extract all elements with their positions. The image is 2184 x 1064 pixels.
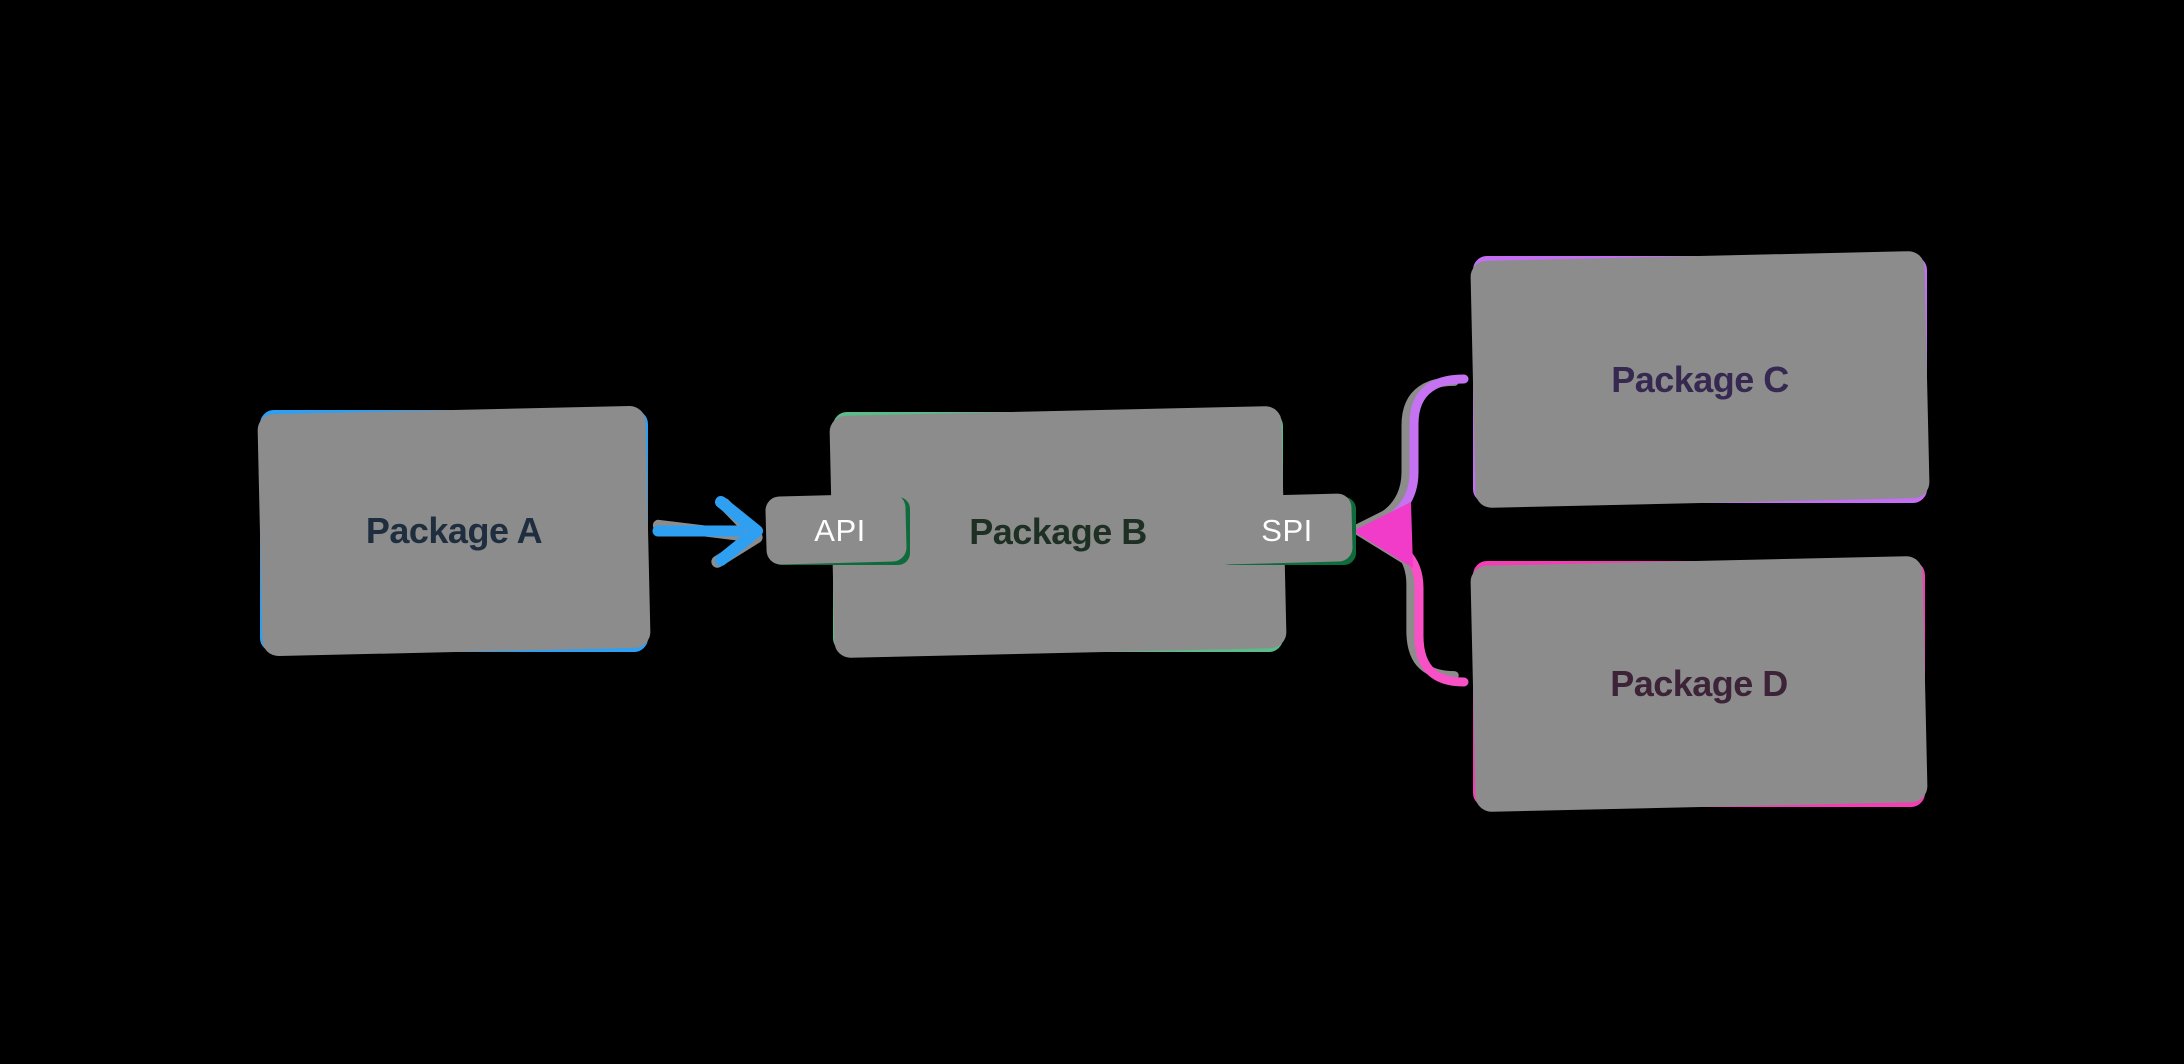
badge-spi-label: SPI [1261,513,1313,548]
node-package-d: Package D [1473,561,1925,807]
brace-arrowhead-icon [1353,502,1413,568]
node-package-a-label: Package A [365,510,543,551]
node-package-a: Package A [260,410,648,652]
node-package-b-label: Package B [969,511,1147,552]
badge-api: API [770,497,910,565]
badge-api-label: API [814,513,866,548]
arrow-a-to-api [652,496,763,566]
node-package-d-label: Package D [1610,663,1788,704]
badge-spi: SPI [1218,497,1356,565]
node-package-c: Package C [1473,256,1927,503]
brace-spi-to-c-d [1353,374,1469,687]
node-package-c-label: Package C [1611,358,1789,400]
brace-top-curve [1361,374,1469,535]
